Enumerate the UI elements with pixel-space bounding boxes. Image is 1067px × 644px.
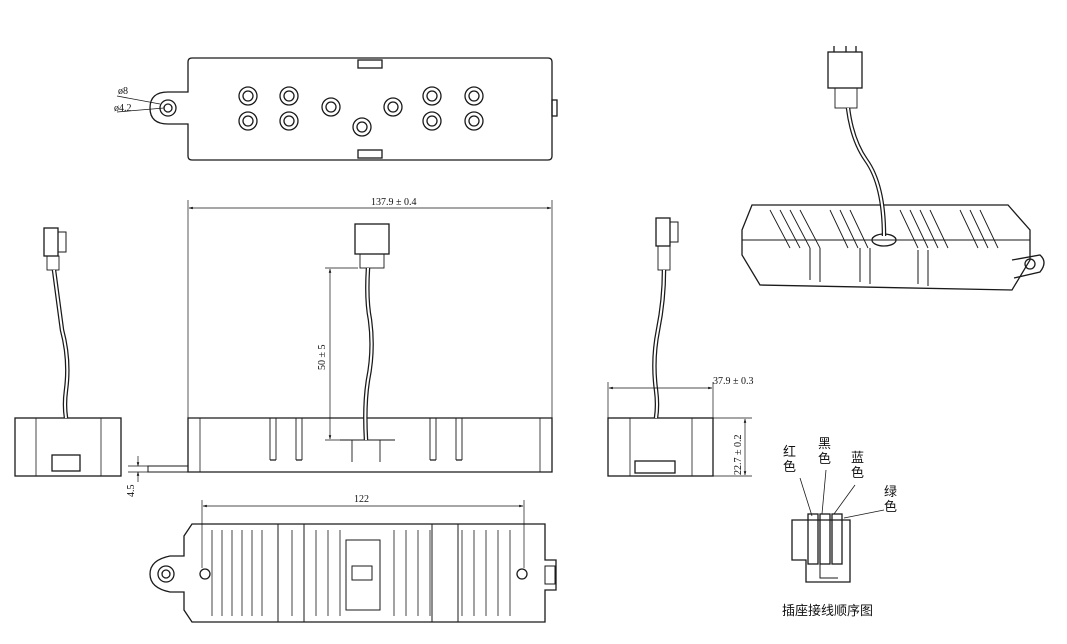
front-view xyxy=(147,223,553,473)
depth-label: 37.9 ± 0.3 xyxy=(713,376,754,387)
wiring-diagram xyxy=(791,469,885,583)
bottom-dimensions xyxy=(201,500,525,568)
isometric-view xyxy=(741,46,1045,291)
cable-length-label: 50 ± 5 xyxy=(317,345,328,371)
top-ports xyxy=(238,86,484,137)
top-view xyxy=(116,57,558,161)
right-side-view xyxy=(607,217,714,477)
height-label: 22.7 ± 0.2 xyxy=(733,435,744,476)
hole-phi-label: ø8 xyxy=(118,86,128,97)
width-label: 137.9 ± 0.4 xyxy=(371,197,417,208)
wire-green-label: 绿色 xyxy=(884,485,897,515)
wire-red-label: 红色 xyxy=(783,444,796,475)
bottom-ribs xyxy=(211,530,511,616)
left-side-view xyxy=(14,227,122,477)
length-label: 122 xyxy=(354,494,369,505)
front-dimensions xyxy=(128,200,553,482)
wire-black-label: 黑色 xyxy=(818,437,831,467)
bottom-view xyxy=(149,523,557,623)
base-height-label: 4.5 xyxy=(126,485,137,498)
hole-diameter-label: ø4.2 xyxy=(114,103,132,114)
wire-blue-label: 蓝色 xyxy=(851,451,864,481)
side-dimensions xyxy=(607,382,752,477)
wiring-caption: 插座接线顺序图 xyxy=(782,603,873,619)
